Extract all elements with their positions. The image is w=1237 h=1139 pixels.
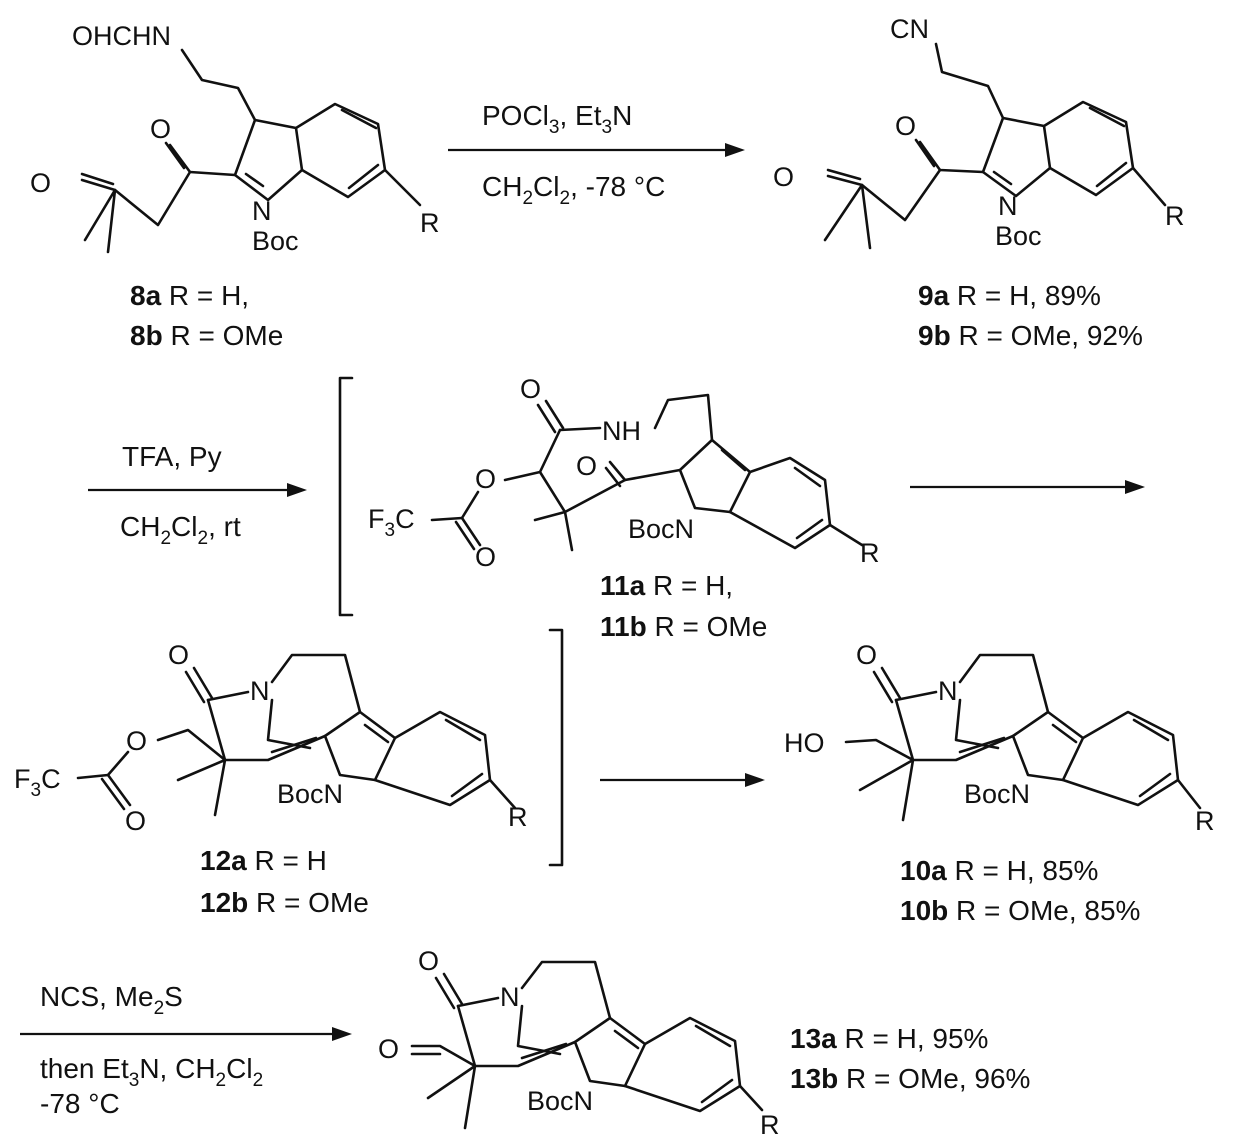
step2-conditions: CH2Cl2, rt <box>120 511 241 549</box>
atom-o-ester-11: O <box>475 464 496 494</box>
atom-o-lactam-12: O <box>168 640 189 670</box>
atom-o-carbonyl-11: O <box>475 542 496 572</box>
step3-temperature: -78 °C <box>40 1088 120 1119</box>
atom-r-10: R <box>1195 806 1215 836</box>
atom-n-12: N <box>250 676 270 706</box>
atom-o-ketone-9: O <box>895 111 916 141</box>
step3-reagents: NCS, Me2S <box>40 981 183 1019</box>
atom-bocn-13: BocN <box>527 1086 593 1116</box>
label-12a: 12a R = H <box>200 845 327 876</box>
atom-n-10: N <box>938 676 958 706</box>
label-13b: 13b R = OMe, 96% <box>790 1063 1030 1094</box>
atom-bocn-10: BocN <box>964 779 1030 809</box>
atom-ho-10: HO <box>784 728 825 758</box>
arrow-12-to-10 <box>600 773 765 787</box>
label-11a: 11a R = H, <box>600 570 733 601</box>
label-8b: 8b R = OMe <box>130 320 283 351</box>
atom-r-12: R <box>508 802 528 832</box>
atom-o-aldehyde-8: O <box>30 168 51 198</box>
atom-r-11: R <box>860 538 880 568</box>
arrow-step-2: TFA, Py CH2Cl2, rt <box>88 441 307 549</box>
atom-o-ketone-11: O <box>576 451 597 481</box>
atom-n-9: N <box>998 191 1018 221</box>
atom-ohchn: OHCHN <box>72 21 171 51</box>
label-10a: 10a R = H, 85% <box>900 855 1098 886</box>
atom-o-ketone-8: O <box>150 114 171 144</box>
atom-r-8: R <box>420 208 440 238</box>
arrow-step-1: POCl3, Et3N CH2Cl2, -78 °C <box>448 100 745 209</box>
label-9b: 9b R = OMe, 92% <box>918 320 1143 351</box>
atom-f3c-12: F3C <box>14 764 61 801</box>
structure-9: CN R N Boc O O <box>773 14 1185 251</box>
step1-conditions: CH2Cl2, -78 °C <box>482 171 665 209</box>
label-9a: 9a R = H, 89% <box>918 280 1101 311</box>
structure-8: OHCHN R N Boc O O <box>30 21 440 256</box>
atom-o-ester-12: O <box>126 726 147 756</box>
atom-bocn-12: BocN <box>277 779 343 809</box>
label-10b: 10b R = OMe, 85% <box>900 895 1140 926</box>
step1-reagents: POCl3, Et3N <box>482 100 632 138</box>
label-13a: 13a R = H, 95% <box>790 1023 988 1054</box>
atom-o-carbonyl-12: O <box>125 806 146 836</box>
label-11b: 11b R = OMe <box>600 611 767 642</box>
atom-nh-11: NH <box>602 416 641 446</box>
atom-o-amide-11: O <box>520 374 541 404</box>
atom-n-8: N <box>252 196 272 226</box>
atom-o-ketone-13: O <box>378 1034 399 1064</box>
atom-cn: CN <box>890 14 929 44</box>
atom-o-aldehyde-9: O <box>773 162 794 192</box>
atom-r-13: R <box>760 1110 780 1139</box>
step2-reagents: TFA, Py <box>122 441 222 472</box>
structure-11: O NH R BocN O O O F3C <box>368 374 880 572</box>
atom-r-9: R <box>1165 201 1185 231</box>
step3-conditions: then Et3N, CH2Cl2 <box>40 1053 263 1091</box>
arrow-11-to-10 <box>910 480 1145 494</box>
label-12b: 12b R = OMe <box>200 887 369 918</box>
label-8a: 8a R = H, <box>130 280 249 311</box>
structure-13: O N R BocN O <box>378 946 780 1139</box>
arrow-step-3: NCS, Me2S then Et3N, CH2Cl2 -78 °C <box>20 981 352 1119</box>
atom-o-lactam-10: O <box>856 640 877 670</box>
atom-bocn-11: BocN <box>628 514 694 544</box>
atom-n-13: N <box>500 982 520 1012</box>
structure-12: O N R BocN O O F3C <box>14 640 528 836</box>
bracket-right <box>548 628 564 867</box>
atom-o-lactam-13: O <box>418 946 439 976</box>
atom-f3c-11: F3C <box>368 504 415 541</box>
atom-boc-8: Boc <box>252 226 299 256</box>
atom-boc-9: Boc <box>995 221 1042 251</box>
bracket-left <box>338 376 354 617</box>
structure-10: O N R BocN HO <box>784 640 1215 836</box>
